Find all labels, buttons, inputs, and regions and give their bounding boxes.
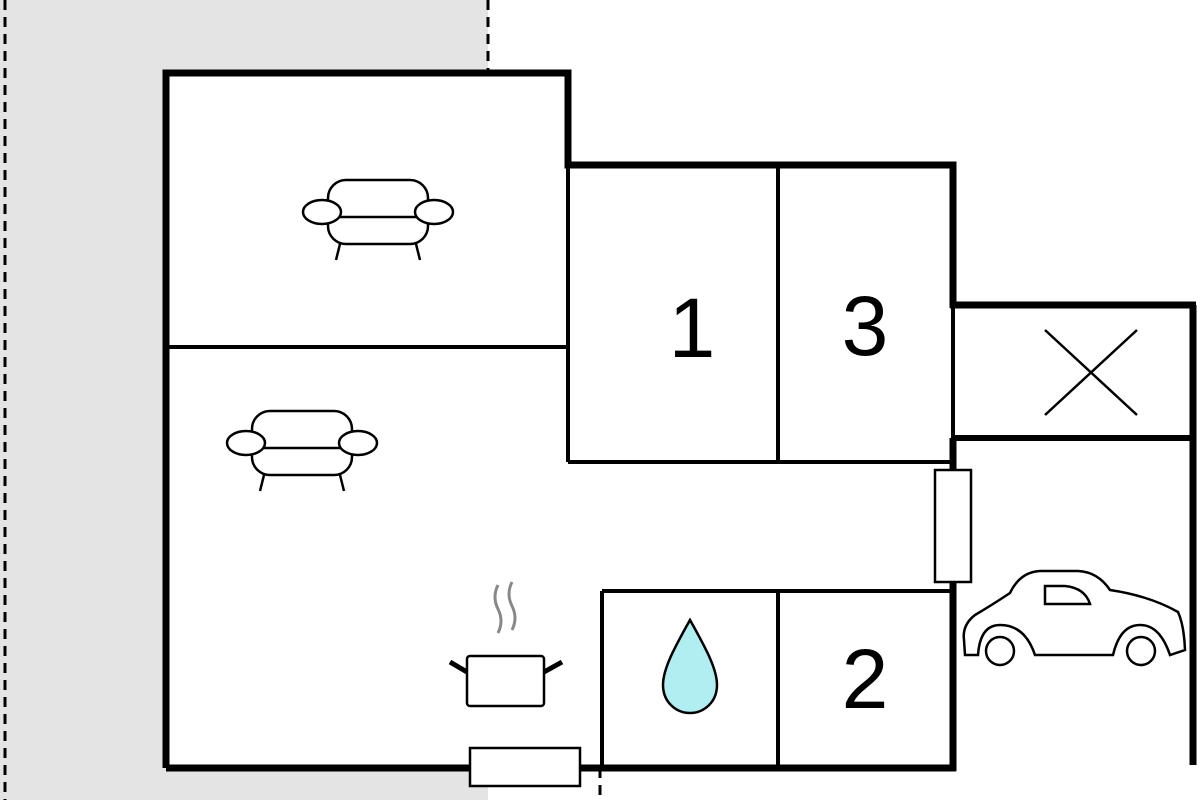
- car-icon: [962, 569, 1187, 667]
- side-door: [933, 468, 973, 584]
- room-label-3: 3: [842, 279, 889, 373]
- sofa-icon: [225, 409, 379, 492]
- cross-icon: [1044, 329, 1138, 416]
- interior-walls: [166, 165, 953, 768]
- room-label-2: 2: [842, 632, 889, 726]
- room-label-1: 1: [669, 281, 716, 375]
- water-drop-icon: [661, 617, 719, 715]
- cooking-pot-icon: [448, 581, 564, 708]
- outer-wall: [162, 69, 957, 768]
- sofa-icon: [301, 178, 455, 261]
- entrance-door: [468, 746, 582, 788]
